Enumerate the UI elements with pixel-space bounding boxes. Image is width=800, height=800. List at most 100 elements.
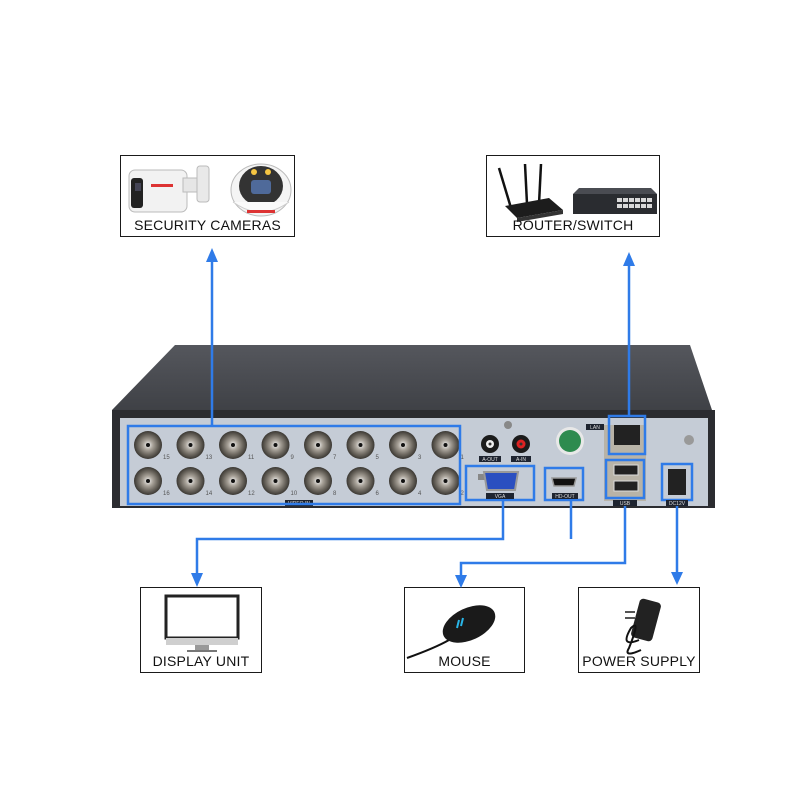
bnc-pin: [443, 443, 448, 447]
vga-label: VGA: [495, 494, 506, 500]
power-supply-label: POWER SUPPLY: [582, 653, 696, 669]
bnc-channel-number: 12: [248, 491, 255, 497]
screw-icon: [504, 421, 512, 429]
dvr-rear-frame: [112, 410, 715, 508]
ground-screw-icon: [684, 435, 694, 445]
bnc-channel-number: 2: [461, 491, 465, 497]
dc-highlight: [660, 462, 694, 502]
display-unit-box: DISPLAY UNIT: [140, 587, 262, 673]
bnc-channel-number: 16: [163, 491, 170, 497]
display-unit-label: DISPLAY UNIT: [152, 653, 250, 669]
hdmi-label: HD-OUT: [555, 494, 574, 500]
bnc-channel-number: 11: [248, 455, 255, 461]
audio-in-port: [512, 435, 530, 453]
bnc-connector: [431, 431, 460, 459]
bnc-connector: [346, 431, 375, 459]
line-vga-display: [195, 500, 505, 575]
bnc-connector: [346, 467, 375, 495]
bnc-pin: [401, 479, 405, 483]
connection-lines: [195, 258, 679, 578]
lan-port: [614, 425, 640, 445]
arrow-up-cameras: [206, 248, 218, 262]
bnc-connector: [176, 467, 205, 495]
security-cameras-box: SECURITY CAMERAS: [120, 155, 295, 237]
bnc-channel-number: 1: [461, 455, 465, 461]
bnc-connector: [389, 431, 417, 459]
usb-highlight: [604, 458, 646, 500]
hdmi-highlight: [543, 466, 585, 502]
bnc-connector: [261, 431, 290, 459]
bnc-connector: [304, 467, 332, 495]
bnc-connector: [134, 431, 162, 459]
bnc-channel-number: 15: [163, 455, 170, 461]
bnc-highlight: [126, 424, 462, 506]
hdmi-port: [551, 477, 577, 487]
usb-port-1: [613, 464, 639, 476]
bnc-connector: [219, 467, 247, 495]
dc-label: DC12V: [669, 501, 686, 507]
bnc-pin: [188, 443, 193, 447]
bnc-channel-number: 10: [291, 491, 298, 497]
lan-label: LAN: [590, 425, 600, 431]
router-switch-label: ROUTER/SWITCH: [512, 217, 634, 233]
bnc-pin: [273, 479, 278, 483]
vga-highlight: [464, 464, 536, 502]
bnc-connector: [176, 431, 205, 459]
bnc-connector: [261, 467, 290, 495]
bnc-pin: [231, 443, 235, 447]
arrowheads: [191, 248, 683, 588]
vga-port: [482, 471, 520, 491]
arrow-up-router: [623, 252, 635, 266]
security-cameras-label: SECURITY CAMERAS: [134, 217, 281, 233]
line-usb-mouse: [459, 506, 627, 578]
bnc-connector: [431, 467, 460, 495]
monitor-icon: [164, 594, 240, 652]
power-adapter-icon: [625, 598, 661, 655]
audio-out-label: A-OUT: [482, 457, 498, 463]
green-button: [559, 430, 581, 452]
lan-highlight: [607, 414, 647, 456]
bnc-channel-number: 13: [206, 455, 213, 461]
mouse-box: MOUSE: [404, 587, 525, 673]
audio-out-port: [481, 435, 499, 453]
bnc-pin: [358, 443, 363, 447]
dc-power-port: [668, 469, 686, 495]
audio-in-label: A-IN: [516, 457, 526, 463]
arrow-down-power: [671, 572, 683, 585]
bnc-connector: [134, 467, 162, 495]
bnc-pin: [358, 479, 363, 483]
bnc-connector: [219, 431, 247, 459]
dvr-rear-panel: [120, 418, 708, 506]
bnc-channel-number: 9: [291, 455, 295, 461]
router-switch-box: ROUTER/SWITCH: [486, 155, 660, 237]
mouse-label: MOUSE: [438, 653, 491, 669]
bnc-video-inputs: 15 13 11 9 7 5 3 1 16 14 12 10 8 6 4 2: [134, 431, 465, 497]
video-in-label: VIDEO IN: [288, 501, 310, 507]
bnc-channel-number: 3: [418, 455, 422, 461]
security-camera-icon: [128, 163, 292, 217]
usb-port-2: [613, 480, 639, 492]
arrow-down-display: [191, 573, 203, 587]
bnc-pin: [316, 443, 320, 447]
usb-label: USB: [620, 501, 631, 507]
bnc-pin: [146, 443, 150, 447]
bnc-channel-number: 7: [333, 455, 337, 461]
bnc-pin: [146, 479, 150, 483]
bnc-channel-number: 14: [206, 491, 213, 497]
bnc-channel-number: 5: [376, 455, 380, 461]
bnc-connector: [304, 431, 332, 459]
dvr-top-cover: [112, 345, 712, 410]
bnc-pin: [273, 443, 278, 447]
bnc-pin: [443, 479, 448, 483]
bnc-pin: [188, 479, 193, 483]
bnc-channel-number: 8: [333, 491, 337, 497]
bnc-connector: [389, 467, 417, 495]
bnc-channel-number: 4: [418, 491, 422, 497]
bnc-pin: [401, 443, 405, 447]
bnc-pin: [316, 479, 320, 483]
bnc-pin: [231, 479, 235, 483]
router-switch-icon: [497, 163, 657, 222]
bnc-channel-number: 6: [376, 491, 380, 497]
mouse-icon: [406, 605, 496, 659]
